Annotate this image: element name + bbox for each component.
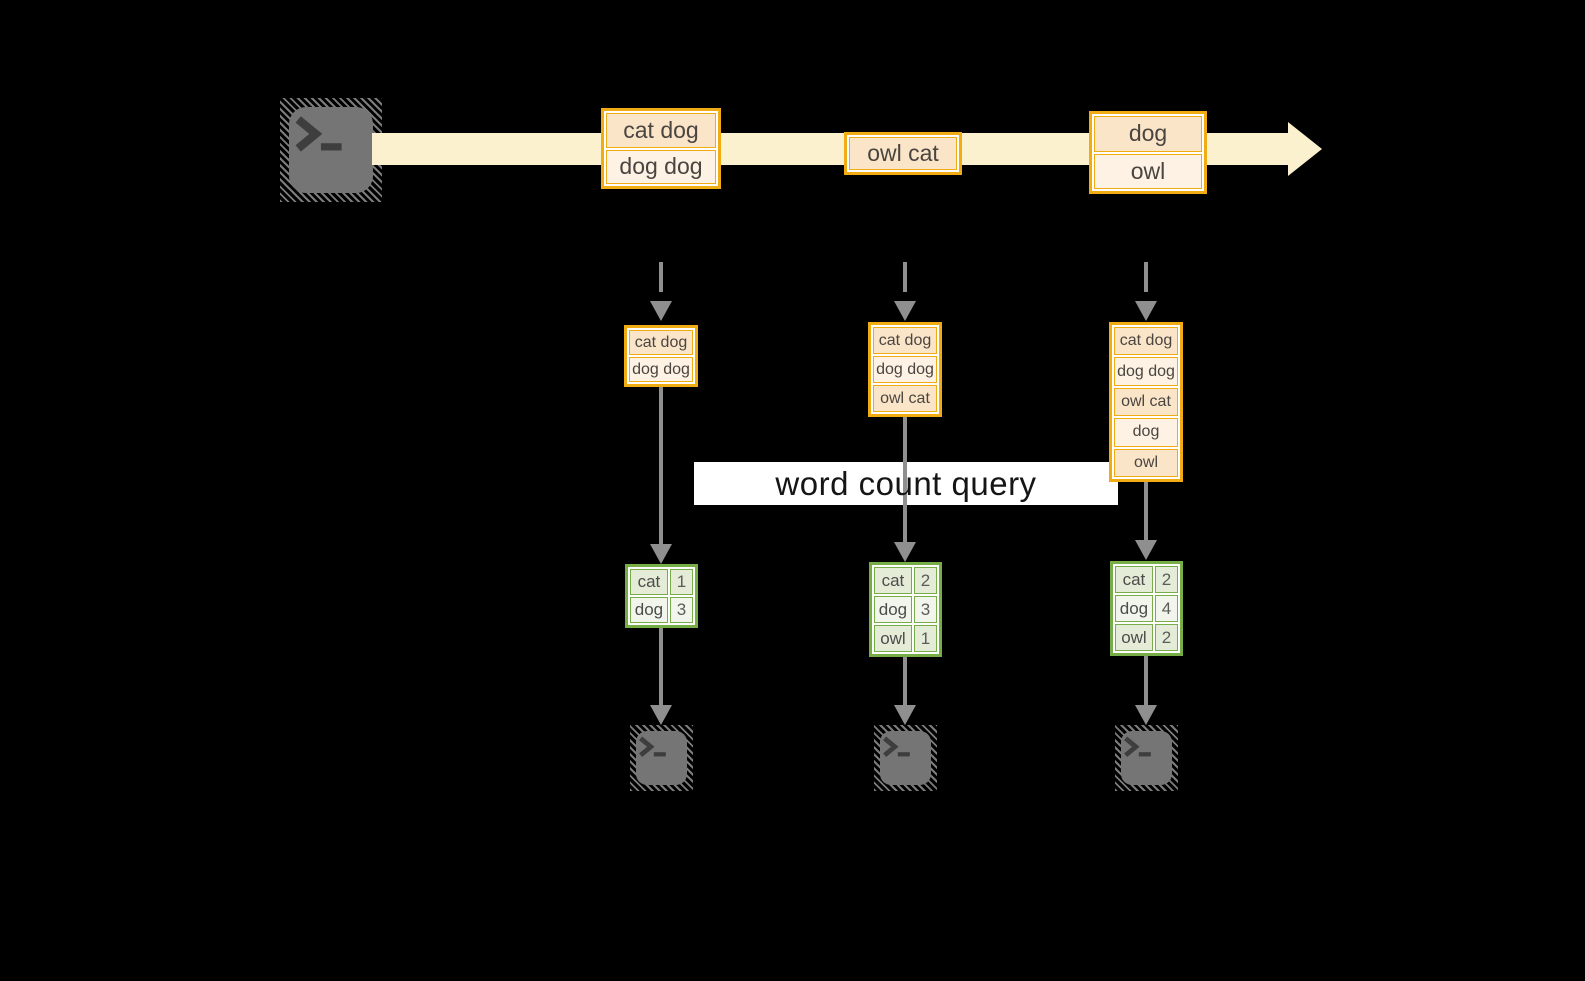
output-terminal-icon-2 (874, 725, 937, 791)
word-cell: dog (874, 596, 912, 623)
flow-line (903, 657, 907, 705)
count-cell: 2 (1154, 566, 1178, 593)
input-table-1: cat dog dog dog (624, 325, 698, 387)
result-table-2: cat 2 dog 3 owl 1 (869, 562, 942, 657)
event-row: owl cat (849, 137, 957, 170)
word-cell: owl (1115, 624, 1153, 651)
count-cell: 1 (669, 569, 693, 595)
event-row: owl (1094, 153, 1202, 189)
result-table-1: cat 1 dog 3 (625, 564, 698, 628)
input-row: cat dog (873, 327, 937, 354)
dashed-arrow-segment (1144, 262, 1148, 292)
input-row: dog dog (1114, 357, 1178, 386)
flow-line (1144, 656, 1148, 705)
word-cell: cat (874, 567, 912, 594)
word-cell: owl (874, 625, 912, 652)
count-cell: 2 (913, 567, 937, 594)
event-row: dog dog (606, 149, 716, 184)
terminal-prompt-icon (883, 736, 910, 758)
down-arrowhead-icon (894, 705, 916, 725)
result-table-3: cat 2 dog 4 owl 2 (1110, 561, 1183, 656)
input-row: dog dog (629, 357, 693, 382)
input-table-2: cat dog dog dog owl cat (868, 322, 942, 417)
event-row: dog (1094, 116, 1202, 152)
word-cell: cat (1115, 566, 1153, 593)
down-arrowhead-icon (1135, 540, 1157, 560)
count-cell: 3 (669, 597, 693, 623)
down-arrowhead-icon (650, 705, 672, 725)
down-arrowhead-icon (650, 544, 672, 564)
count-cell: 1 (913, 625, 937, 652)
down-arrowhead-icon (1135, 705, 1157, 725)
source-terminal-icon (280, 98, 382, 202)
query-banner-label: word count query (775, 464, 1037, 502)
dashed-arrow-segment (659, 262, 663, 292)
result-row: cat 1 (630, 569, 693, 595)
result-row: cat 2 (874, 567, 937, 594)
event-box-1: cat dog dog dog (601, 108, 721, 189)
terminal-prompt-icon (1124, 736, 1151, 758)
output-terminal-icon-1 (630, 725, 693, 791)
flow-line (903, 417, 907, 542)
input-row: owl (1114, 448, 1178, 478)
timeline-arrowhead-icon (1288, 122, 1322, 176)
dashed-arrow-segment (903, 262, 907, 292)
flow-line (659, 628, 663, 705)
word-cell: dog (630, 597, 668, 623)
down-arrowhead-icon (1135, 301, 1157, 321)
result-row: owl 2 (1115, 624, 1178, 651)
count-cell: 2 (1154, 624, 1178, 651)
result-row: dog 4 (1115, 595, 1178, 622)
result-row: cat 2 (1115, 566, 1178, 593)
result-row: dog 3 (874, 596, 937, 623)
down-arrowhead-icon (894, 301, 916, 321)
output-terminal-icon-3 (1115, 725, 1178, 791)
word-cell: cat (630, 569, 668, 595)
input-row: dog (1114, 418, 1178, 447)
terminal-prompt-icon (295, 116, 342, 152)
down-arrowhead-icon (650, 301, 672, 321)
word-cell: dog (1115, 595, 1153, 622)
input-row: dog dog (873, 356, 937, 383)
terminal-prompt-icon (639, 736, 666, 758)
input-table-3: cat dog dog dog owl cat dog owl (1109, 322, 1183, 482)
down-arrowhead-icon (894, 542, 916, 562)
result-row: owl 1 (874, 625, 937, 652)
count-cell: 4 (1154, 595, 1178, 622)
input-row: owl cat (873, 385, 937, 412)
input-row: cat dog (1114, 327, 1178, 356)
input-row: owl cat (1114, 387, 1178, 417)
input-row: cat dog (629, 330, 693, 355)
flow-line (1144, 481, 1148, 540)
event-box-3: dog owl (1089, 111, 1207, 194)
count-cell: 3 (913, 596, 937, 623)
event-box-2: owl cat (844, 132, 962, 175)
event-row: cat dog (606, 113, 716, 148)
result-row: dog 3 (630, 597, 693, 623)
flow-line (659, 386, 663, 544)
